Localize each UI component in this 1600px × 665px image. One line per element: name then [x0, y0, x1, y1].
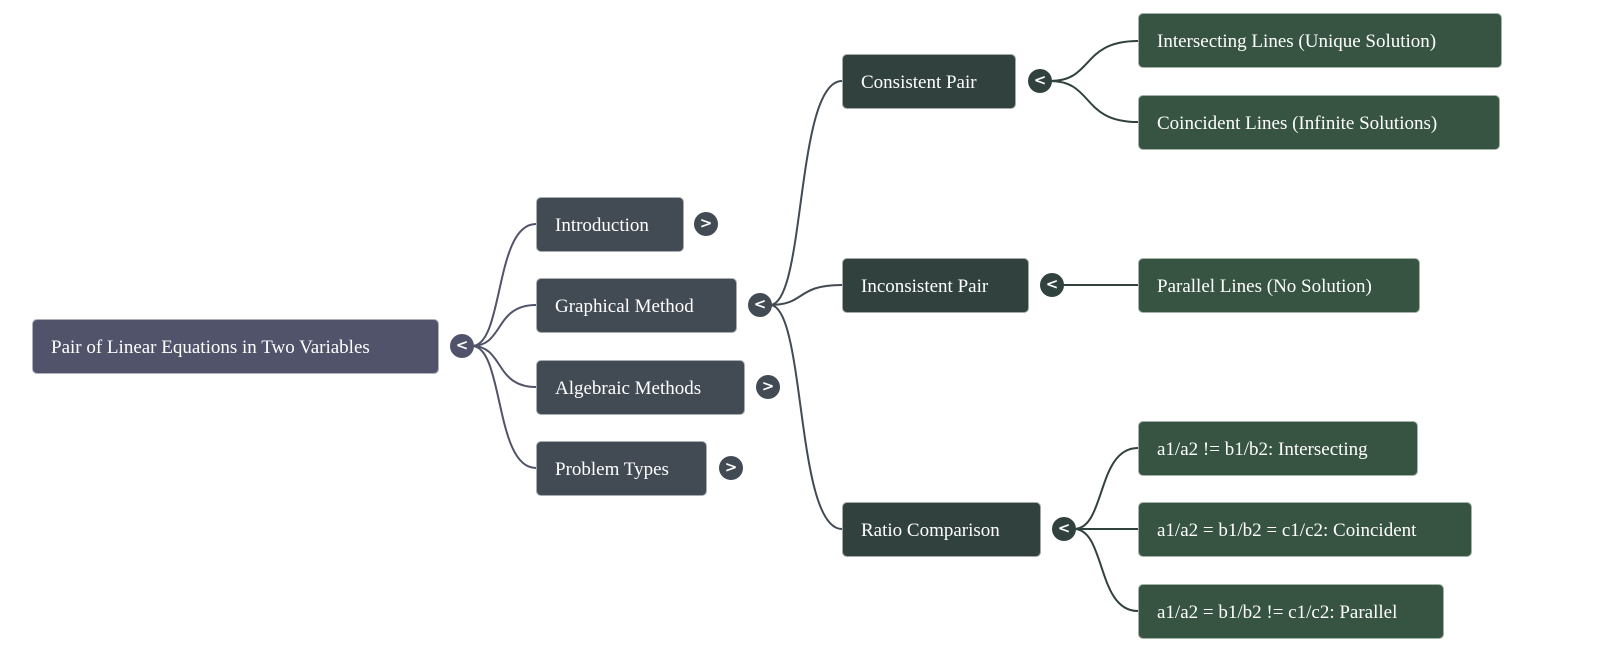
node-inconsistent-pair[interactable]: Inconsistent Pair: [842, 258, 1029, 313]
edge-consistent-to-child-1: [1049, 80, 1139, 123]
edge-graphical-to-level2-1: [769, 284, 843, 306]
edge-root-to-level1-2: [471, 345, 537, 388]
node-ratio-intersecting[interactable]: a1/a2 != b1/b2: Intersecting: [1138, 421, 1418, 476]
introduction-expand-icon[interactable]: >: [694, 212, 718, 236]
ratio-comparison-collapse-icon[interactable]: <: [1052, 517, 1076, 541]
node-parallel-lines[interactable]: Parallel Lines (No Solution): [1138, 258, 1420, 313]
edge-root-to-level1-3: [471, 345, 537, 469]
edge-ratio-to-child-0: [1073, 447, 1139, 530]
node-ratio-comparison[interactable]: Ratio Comparison: [842, 502, 1041, 557]
node-algebraic-methods[interactable]: Algebraic Methods: [536, 360, 745, 415]
node-ratio-parallel[interactable]: a1/a2 = b1/b2 != c1/c2: Parallel: [1138, 584, 1444, 639]
node-coincident-lines[interactable]: Coincident Lines (Infinite Solutions): [1138, 95, 1500, 150]
inconsistent-pair-collapse-icon[interactable]: <: [1040, 273, 1064, 297]
node-intersecting-lines[interactable]: Intersecting Lines (Unique Solution): [1138, 13, 1502, 68]
edge-root-to-level1-1: [471, 304, 537, 347]
problem-types-expand-icon[interactable]: >: [719, 456, 743, 480]
edge-consistent-to-child-0: [1049, 40, 1139, 82]
node-consistent-pair[interactable]: Consistent Pair: [842, 54, 1016, 109]
node-introduction[interactable]: Introduction: [536, 197, 684, 252]
graphical-method-collapse-icon[interactable]: <: [748, 293, 772, 317]
edge-ratio-to-child-2: [1073, 528, 1139, 612]
algebraic-methods-expand-icon[interactable]: >: [756, 375, 780, 399]
edge-graphical-to-level2-2: [769, 304, 843, 530]
edge-root-to-level1-0: [471, 223, 537, 347]
node-ratio-coincident[interactable]: a1/a2 = b1/b2 = c1/c2: Coincident: [1138, 502, 1472, 557]
root-node[interactable]: Pair of Linear Equations in Two Variable…: [32, 319, 439, 374]
node-problem-types[interactable]: Problem Types: [536, 441, 707, 496]
node-graphical-method[interactable]: Graphical Method: [536, 278, 737, 333]
root-collapse-icon[interactable]: <: [450, 334, 474, 358]
edge-graphical-to-level2-0: [769, 80, 843, 306]
consistent-pair-collapse-icon[interactable]: <: [1028, 69, 1052, 93]
